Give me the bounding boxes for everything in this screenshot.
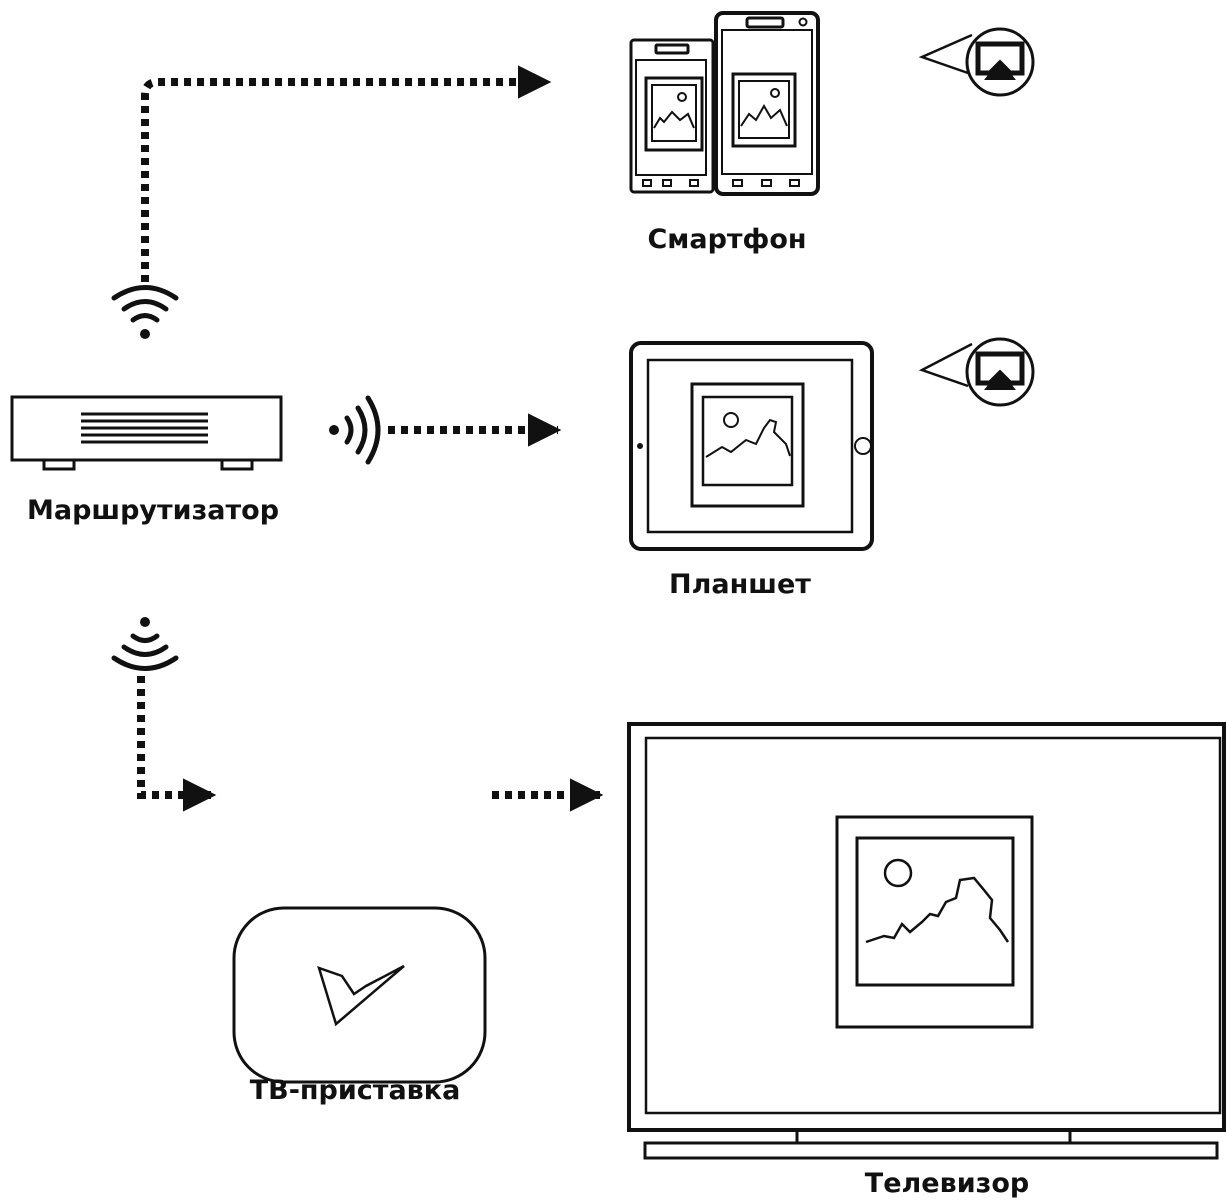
edge-router-settop (137, 676, 217, 812)
smartphone-icon (629, 11, 820, 196)
tablet-icon (629, 341, 874, 551)
router-icon (10, 395, 283, 471)
wifi-down-icon (111, 617, 179, 671)
airplay-icon (918, 27, 1035, 97)
wifi-up-icon (111, 285, 179, 339)
airplay-icon (918, 337, 1035, 407)
set-top-box-icon (232, 906, 487, 1084)
edge-router-phone (141, 65, 552, 282)
phone-label: Смартфон (647, 224, 807, 255)
tablet-label: Планшет (669, 569, 811, 600)
tv-icon (627, 722, 1226, 1160)
wifi-right-icon (329, 395, 381, 465)
router-label: Маршрутизатор (27, 495, 280, 526)
set-top-box-label: ТВ-приставка (249, 1075, 461, 1106)
tv-label: Телевизор (864, 1168, 1030, 1199)
